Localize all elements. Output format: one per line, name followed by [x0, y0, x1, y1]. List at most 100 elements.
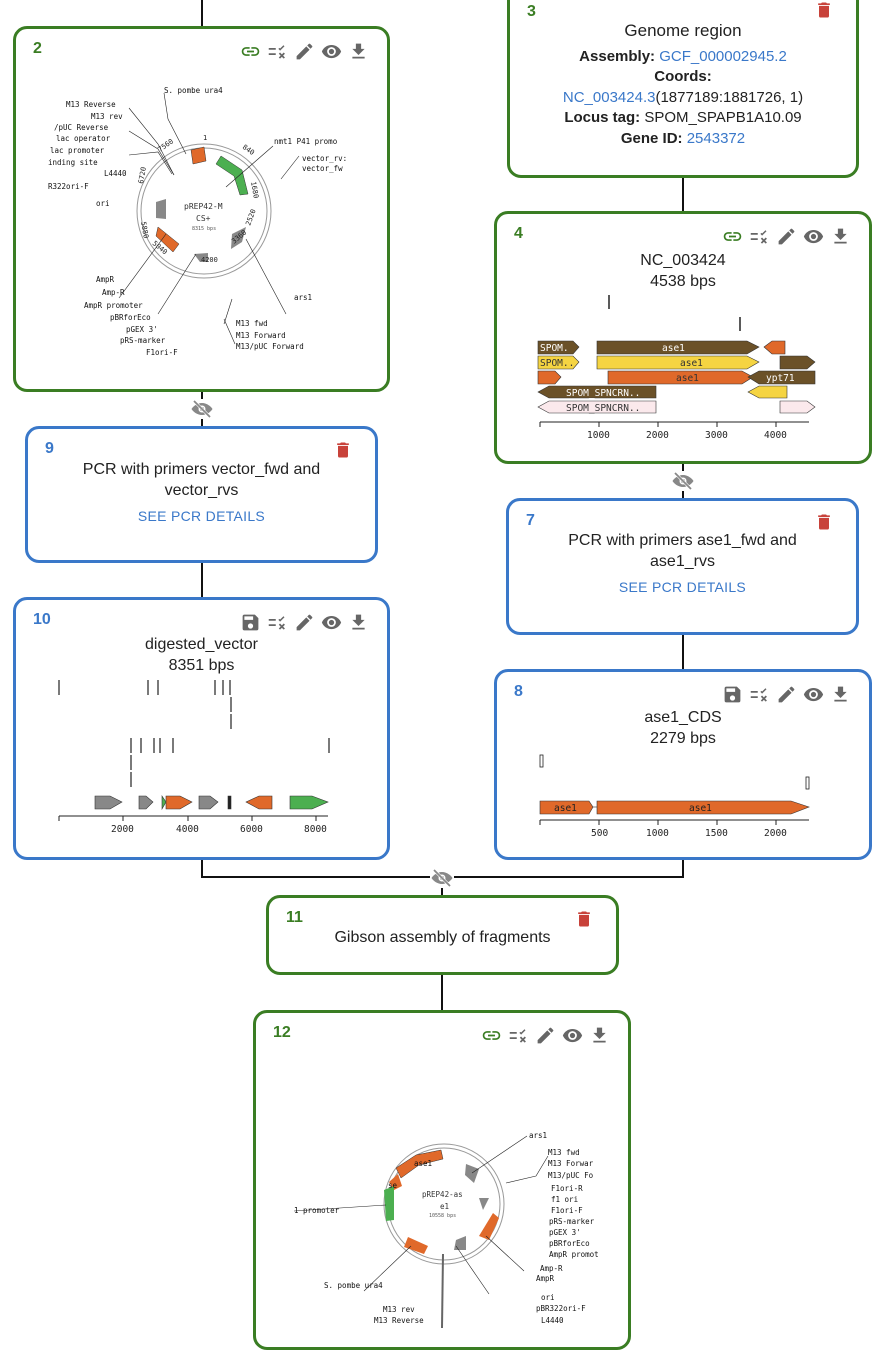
axis-tick-label: 1000	[587, 430, 610, 441]
select-features-icon[interactable]	[508, 1025, 529, 1046]
delete-icon[interactable]	[333, 439, 353, 461]
hide-eye-icon[interactable]	[671, 471, 695, 491]
feature-ampr	[155, 226, 180, 253]
feature-annotation-label: vector_fw	[302, 164, 343, 173]
feature-nmt1	[215, 155, 249, 196]
feature-annotation-label: inding site	[48, 158, 98, 167]
edit-icon[interactable]	[776, 684, 797, 705]
axis-tick-label: 1500	[705, 828, 728, 839]
connector	[682, 858, 684, 878]
feature-annotation-label: M13 Reverse	[66, 100, 116, 109]
feature-annotation-label: ars1	[294, 293, 312, 302]
node-number: 7	[526, 512, 535, 529]
feature-annotation-label: M13 fwd	[236, 319, 268, 328]
axis-tick-label: 4000	[764, 430, 787, 441]
pcr-node-7: 7 PCR with primers ase1_fwd and ase1_rvs…	[506, 498, 859, 635]
node-number: 4	[514, 225, 523, 242]
see-pcr-details-button[interactable]: SEE PCR DETAILS	[618, 579, 747, 595]
feature-ori	[454, 1236, 466, 1250]
pcr-node-9: 9 PCR with primers vector_fwd and vector…	[25, 426, 378, 563]
download-icon[interactable]	[589, 1025, 610, 1046]
feature-annotation-label: lac operator	[56, 134, 111, 143]
view-icon[interactable]	[803, 226, 824, 247]
feature-annotation-label: /pUC Reverse	[54, 123, 109, 132]
feature-annotation-label: Amp-R	[540, 1264, 563, 1273]
step-title-2: vector_rvs	[164, 482, 239, 499]
save-icon[interactable]	[240, 612, 261, 633]
feature-annotation-label: M13 rev	[383, 1305, 415, 1314]
feature-annotation-label: AmpR	[96, 275, 115, 284]
feature-label: SPOM_SPNCRN..	[566, 388, 640, 399]
download-icon[interactable]	[348, 41, 369, 62]
feature-annotation-label: pBRforEco	[110, 313, 151, 322]
link-icon[interactable]	[240, 41, 261, 62]
link-icon[interactable]	[481, 1025, 502, 1046]
edit-icon[interactable]	[294, 612, 315, 633]
node-number: 9	[45, 440, 54, 457]
linear-map[interactable]: SPOM. ase1 SPOM.. ase1 ase1 ypt71 SPOM_S…	[537, 292, 817, 442]
linear-map[interactable]: ase1 ase1 500 1000 1500 2000	[537, 750, 822, 850]
download-icon[interactable]	[830, 684, 851, 705]
label: Gene ID:	[620, 129, 683, 147]
feature-label: ase1	[680, 358, 703, 369]
view-icon[interactable]	[321, 612, 342, 633]
see-pcr-details-button[interactable]: SEE PCR DETAILS	[137, 508, 266, 524]
view-icon[interactable]	[321, 41, 342, 62]
assembly-link[interactable]: GCF_000002945.2	[659, 47, 787, 65]
select-features-icon[interactable]	[749, 684, 770, 705]
download-icon[interactable]	[830, 226, 851, 247]
feature-annotation-label: L4440	[104, 169, 127, 178]
node-toolbar	[481, 1025, 610, 1046]
feature-ura4	[404, 1237, 428, 1254]
coords-link[interactable]: NC_003424.3	[562, 88, 656, 106]
feature-annotation-label: L4440	[541, 1316, 564, 1325]
feature-annotation-label: M13 rev	[91, 112, 123, 121]
feature-annotation-label: se	[388, 1181, 398, 1190]
edit-icon[interactable]	[535, 1025, 556, 1046]
axis-tick-label: 1000	[646, 828, 669, 839]
sequence-node-8: 8 ase1_CDS 2279 bps ase1 ase1 500 1000 1…	[494, 669, 872, 860]
assembly-node-11: 11 Gibson assembly of fragments	[266, 895, 619, 975]
axis-tick-label: 3000	[705, 430, 728, 441]
plasmid-map[interactable]: pREP42-M CS+ 8315 bps 184016802520336042…	[46, 84, 366, 369]
feature-annotation-label: F1ori-R	[551, 1184, 583, 1193]
link-icon[interactable]	[722, 226, 743, 247]
plasmid-tick-label: 4200	[201, 256, 218, 264]
hide-eye-icon[interactable]	[430, 868, 454, 888]
linear-map[interactable]: 2000 4000 6000 8000	[56, 678, 341, 838]
axis-tick-label: 4000	[176, 824, 199, 835]
edit-icon[interactable]	[294, 41, 315, 62]
sequence-name: ase1_CDS	[644, 709, 722, 726]
feature-ars1	[231, 227, 246, 249]
label: Assembly:	[579, 47, 656, 65]
feature-annotation-label: pGEX 3'	[126, 325, 158, 334]
feature-annotation-label: S. pombe ura4	[324, 1281, 383, 1290]
feature-annotation-label: pBR322ori-F	[536, 1304, 586, 1313]
sequence-length: 2279 bps	[650, 730, 716, 747]
download-icon[interactable]	[348, 612, 369, 633]
select-features-icon[interactable]	[749, 226, 770, 247]
axis-tick-label: 2000	[111, 824, 134, 835]
edit-icon[interactable]	[776, 226, 797, 247]
feature-annotation-label: nmt1 P41 promo	[274, 137, 338, 146]
hide-eye-icon[interactable]	[190, 399, 214, 419]
sequence-node-4: 4 NC_003424 4538 bps SPOM. ase1	[494, 211, 872, 464]
node-number: 3	[527, 3, 536, 20]
feature-label: ase1	[662, 343, 685, 354]
feature-ampr	[479, 1213, 499, 1240]
plasmid-tick-label: 1	[203, 134, 207, 142]
view-icon[interactable]	[562, 1025, 583, 1046]
node-title: Genome region	[624, 21, 742, 40]
plasmid-tick-label: 1680	[249, 181, 260, 199]
select-features-icon[interactable]	[267, 41, 288, 62]
view-icon[interactable]	[803, 684, 824, 705]
select-features-icon[interactable]	[267, 612, 288, 633]
step-title-2: ase1_rvs	[650, 553, 715, 570]
axis-tick-label: 500	[591, 828, 608, 839]
delete-icon[interactable]	[814, 0, 834, 21]
save-icon[interactable]	[722, 684, 743, 705]
gene-id-link[interactable]: 2543372	[686, 129, 746, 147]
